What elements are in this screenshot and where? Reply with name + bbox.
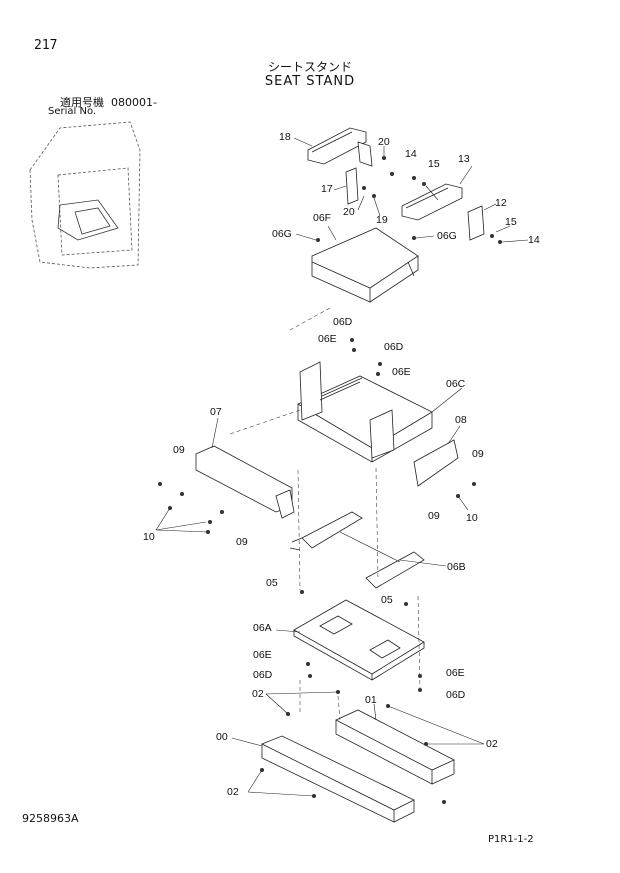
callout-06E-right: 06E bbox=[392, 366, 411, 378]
callout-06A: 06A bbox=[253, 622, 272, 634]
leader-lines bbox=[155, 137, 529, 797]
callout-06C: 06C bbox=[446, 378, 466, 390]
callout-05: 05 bbox=[266, 577, 278, 589]
page-title: SEAT STAND bbox=[264, 74, 356, 89]
callout-08: 08 bbox=[455, 414, 467, 426]
callout-09-right: 09 bbox=[472, 448, 484, 460]
callout-06D-lower-right: 06D bbox=[446, 689, 466, 701]
armrest-bracket-upper bbox=[357, 141, 373, 167]
side-bracket-right bbox=[413, 439, 459, 487]
seat-cover-panel bbox=[311, 227, 419, 303]
side-bracket-left bbox=[195, 445, 295, 519]
callout-00: 00 bbox=[216, 731, 228, 743]
armrest-left bbox=[401, 183, 463, 221]
serial-label-japanese: 適用号機 bbox=[60, 96, 104, 109]
callout-09: 09 bbox=[173, 444, 185, 456]
callout-06E-lower: 06E bbox=[253, 649, 272, 661]
callout-10: 10 bbox=[143, 531, 155, 543]
callout-20-lower: 20 bbox=[343, 206, 355, 218]
armrest-bracket-12 bbox=[467, 205, 485, 241]
armrest-bracket-17 bbox=[345, 167, 359, 205]
callout-02-lower: 02 bbox=[227, 786, 239, 798]
seat-frame bbox=[297, 361, 433, 463]
callout-12: 12 bbox=[495, 197, 507, 209]
callout-06G-right: 06G bbox=[437, 230, 457, 242]
callout-07: 07 bbox=[210, 406, 222, 418]
page-code: P1R1-1-2 bbox=[488, 834, 534, 845]
callout-20: 20 bbox=[378, 136, 390, 148]
callout-14-lower: 14 bbox=[528, 234, 540, 246]
callout-13: 13 bbox=[458, 153, 470, 165]
callout-09-lower-right: 09 bbox=[428, 510, 440, 522]
callout-09-lower: 09 bbox=[236, 536, 248, 548]
callout-06E: 06E bbox=[318, 333, 337, 345]
mounting-plate bbox=[293, 599, 425, 681]
page-number: 217 bbox=[34, 38, 58, 53]
callout-01: 01 bbox=[365, 694, 377, 706]
callout-17: 17 bbox=[321, 183, 333, 195]
callout-14: 14 bbox=[405, 148, 417, 160]
callout-06E-lower-right: 06E bbox=[446, 667, 465, 679]
callout-02: 02 bbox=[252, 688, 264, 700]
callout-06F: 06F bbox=[313, 212, 332, 224]
serial-label: Serial No. bbox=[48, 106, 97, 117]
callout-18: 18 bbox=[279, 131, 291, 143]
page-title-japanese: シートスタンド bbox=[267, 60, 352, 74]
callout-15: 15 bbox=[428, 158, 440, 170]
callout-06D: 06D bbox=[333, 316, 353, 328]
cab-location-thumbnail bbox=[29, 121, 141, 269]
serial-value: 080001- bbox=[111, 96, 157, 109]
callout-06B: 06B bbox=[447, 561, 466, 573]
callout-06D-right: 06D bbox=[384, 341, 404, 353]
base-rail-01 bbox=[335, 709, 455, 785]
serial-range: 適用号機 080001- bbox=[60, 94, 157, 110]
callout-05-right: 05 bbox=[381, 594, 393, 606]
callout-02-right: 02 bbox=[486, 738, 498, 750]
callout-10-right: 10 bbox=[466, 512, 478, 524]
alignment-lines bbox=[229, 307, 421, 721]
callout-06D-lower: 06D bbox=[253, 669, 273, 681]
base-rail-00 bbox=[261, 735, 415, 823]
armrest-right bbox=[307, 127, 367, 165]
slide-rail-assembly bbox=[289, 511, 425, 589]
callout-06G: 06G bbox=[272, 228, 292, 240]
callout-19: 19 bbox=[376, 214, 388, 226]
document-number: 9258963A bbox=[22, 812, 79, 825]
callout-15-lower: 15 bbox=[505, 216, 517, 228]
